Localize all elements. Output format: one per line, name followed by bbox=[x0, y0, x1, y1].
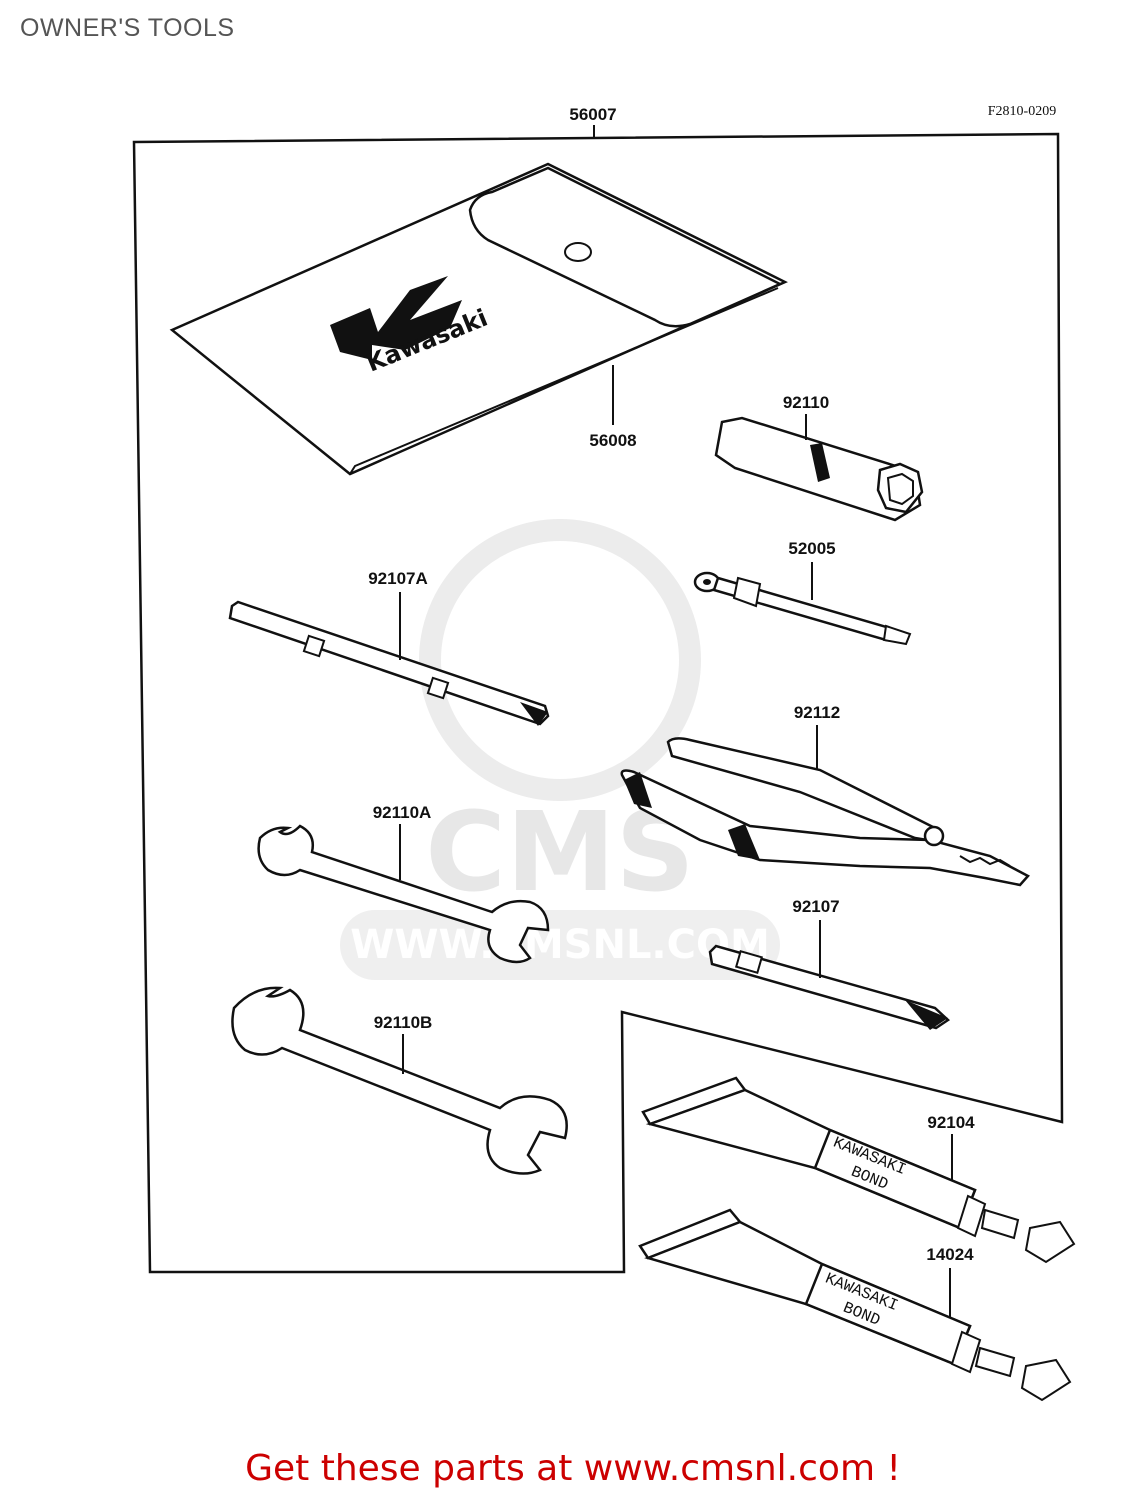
page-title: OWNER'S TOOLS bbox=[20, 14, 235, 42]
part-label-92110A: 92110A bbox=[373, 803, 432, 822]
figure-ref: F2810-0209 bbox=[988, 104, 1056, 119]
open-end-wrench-92110A bbox=[257, 824, 550, 964]
part-label-56007: 56007 bbox=[569, 105, 616, 124]
part-label-52005: 52005 bbox=[788, 539, 835, 558]
part-label-56008: 56008 bbox=[589, 431, 636, 450]
footer-link[interactable]: Get these parts at www.cmsnl.com ! bbox=[245, 1448, 901, 1489]
spark-plug-socket-wrench bbox=[714, 416, 924, 522]
screwdriver-92107A bbox=[228, 600, 550, 726]
part-label-14024: 14024 bbox=[926, 1245, 974, 1264]
bond-tube-92104: KAWASAKI BOND bbox=[641, 1076, 1076, 1264]
open-end-wrench-92110B bbox=[231, 986, 568, 1175]
pliers bbox=[620, 737, 1030, 887]
kit-bracket-frame bbox=[132, 132, 1064, 1274]
screwdriver-92107 bbox=[708, 944, 951, 1030]
part-label-92110: 92110 bbox=[783, 393, 829, 412]
part-label-92112: 92112 bbox=[794, 703, 840, 722]
tool-pouch: Kawasaki bbox=[169, 162, 788, 476]
part-label-92107: 92107 bbox=[792, 897, 839, 916]
parts-diagram: CMS WWW.CMSNL.COM 56007 F2810-0209 Kawas… bbox=[132, 104, 1076, 1402]
bond-tube-14024: KAWASAKI BOND bbox=[638, 1208, 1072, 1402]
screwdriver-handle bbox=[693, 571, 912, 646]
cms-watermark: CMS WWW.CMSNL.COM bbox=[340, 519, 780, 980]
part-label-92110B: 92110B bbox=[374, 1013, 433, 1032]
part-label-92107A: 92107A bbox=[368, 569, 428, 588]
part-label-92104: 92104 bbox=[927, 1113, 975, 1132]
watermark-url: WWW.CMSNL.COM bbox=[350, 922, 770, 968]
